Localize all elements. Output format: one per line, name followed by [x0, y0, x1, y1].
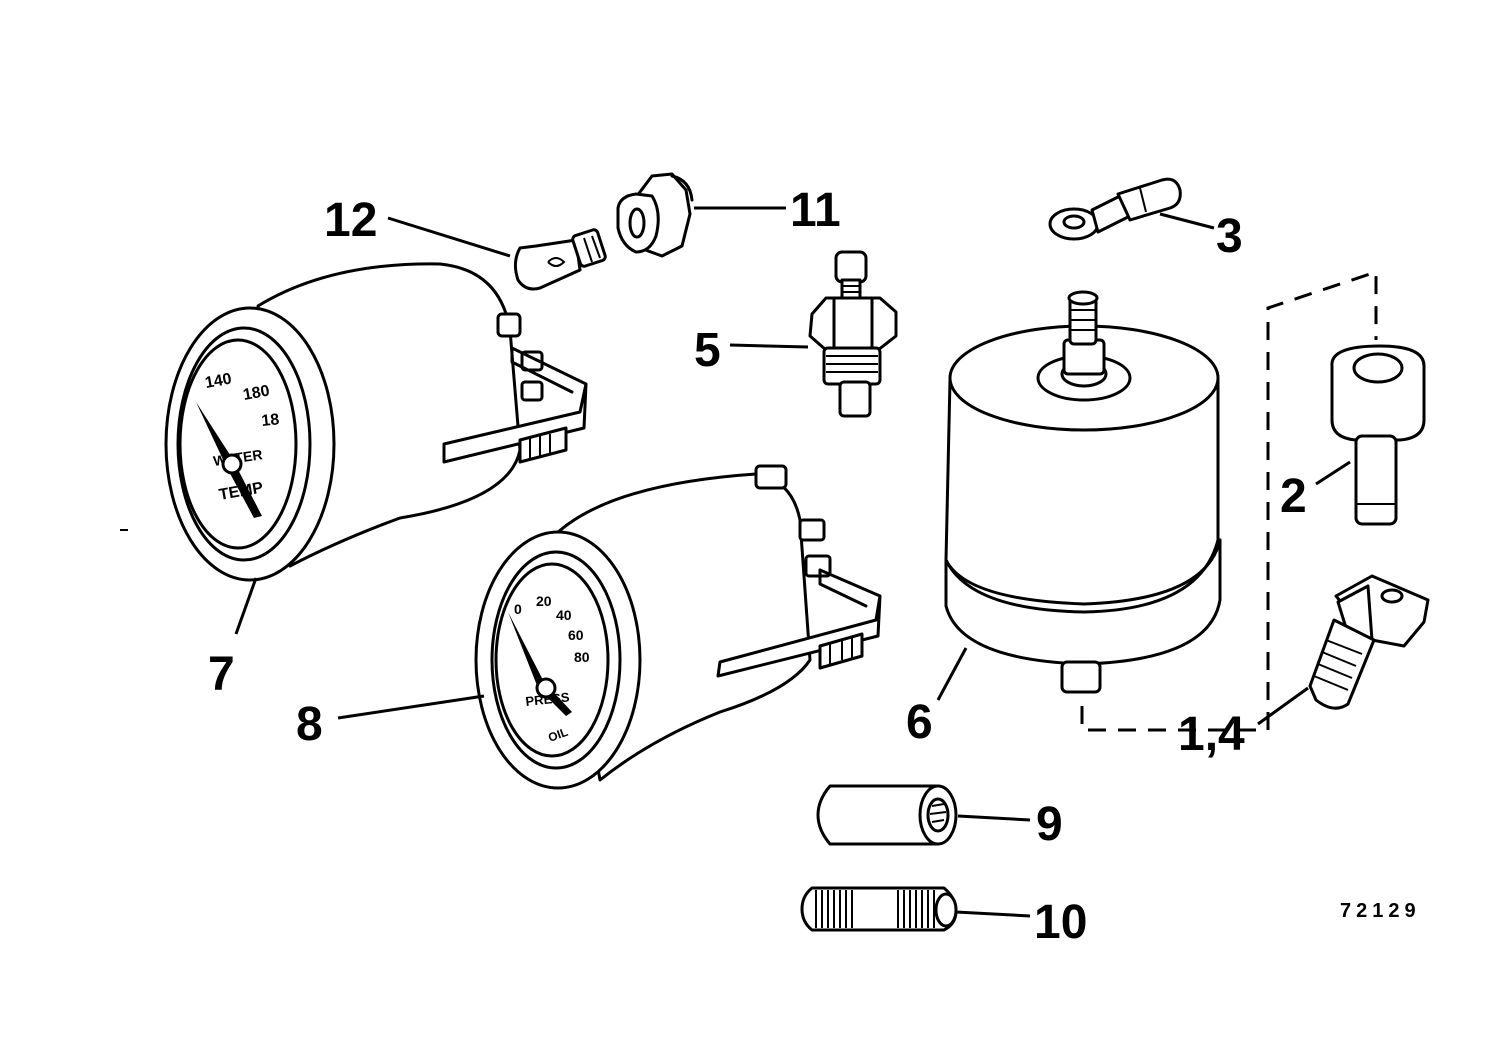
part-10-nipple: [800, 886, 958, 932]
callout-7: 7: [208, 648, 235, 701]
callout-1-4: 1,4: [1178, 708, 1245, 761]
callout-6: 6: [906, 696, 933, 749]
figure-number: 72129: [1340, 900, 1421, 922]
water-gauge-tick-180: 180: [242, 383, 271, 404]
callout-11: 11: [790, 184, 841, 237]
leader-5: [729, 343, 809, 349]
callout-10: 10: [1034, 896, 1087, 949]
water-gauge-tick-140: 140: [204, 371, 233, 392]
leader-1-4: [1257, 686, 1309, 726]
connection-dashed-lines: [1080, 269, 1378, 732]
callout-labels: 12 11 3 5 2 7 6 8 1,4 9 10: [208, 184, 1307, 949]
callout-12: 12: [324, 194, 377, 247]
leader-2: [1315, 460, 1351, 486]
leader-8: [337, 694, 485, 720]
part-1-4-elbow-fitting: [1308, 574, 1430, 710]
part-9-coupling: [816, 784, 958, 846]
part-7-water-temp-gauge: 140 180 18 WATER TEMP: [164, 262, 588, 582]
callout-3: 3: [1216, 210, 1243, 263]
water-gauge-tick-18: 18: [261, 411, 281, 430]
part-8-oil-pressure-gauge: 0 20 40 60 80 PRESS OIL: [474, 464, 882, 790]
leader-3: [1159, 212, 1215, 230]
leader-10: [955, 910, 1031, 918]
part-3-ring-terminal: [1048, 177, 1182, 241]
part-12-bulb: [513, 228, 607, 291]
part-11-socket: [616, 172, 694, 258]
oil-gauge-tick-60: 60: [568, 627, 584, 643]
part-2-connector: [1330, 344, 1426, 526]
oil-gauge-tick-20: 20: [536, 593, 552, 609]
leader-12: [387, 216, 511, 258]
leader-6: [936, 647, 968, 701]
part-6-oil-sender: [944, 290, 1222, 694]
oil-gauge-tick-40: 40: [556, 607, 572, 623]
oil-gauge-tick-80: 80: [574, 649, 590, 665]
callout-8: 8: [296, 698, 323, 751]
leader-9: [957, 814, 1031, 822]
oil-gauge-tick-0: 0: [514, 601, 522, 617]
callout-9: 9: [1036, 798, 1063, 851]
callout-5: 5: [694, 324, 721, 377]
oil-gauge-word-oil: OIL: [546, 725, 570, 745]
leader-7: [234, 577, 258, 635]
callout-2: 2: [1280, 470, 1307, 523]
leader-lines: [234, 206, 1351, 918]
part-5-temp-sender: [808, 250, 898, 418]
